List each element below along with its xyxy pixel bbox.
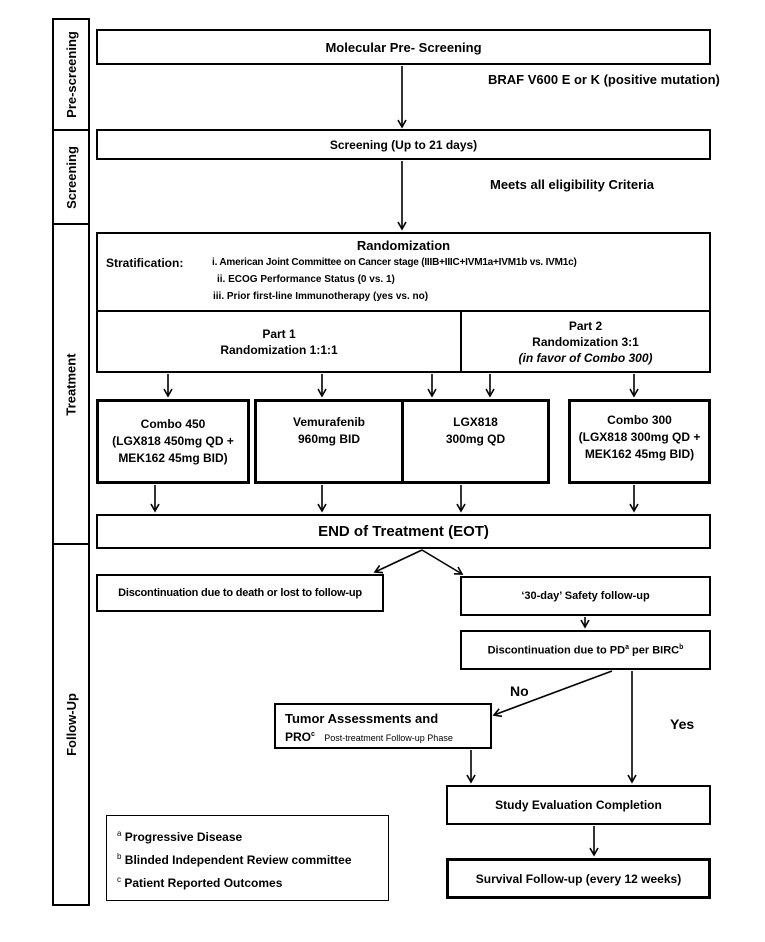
part1-title: Part 1 <box>262 326 296 341</box>
discontinuation-death-box: Discontinuation due to death or lost to … <box>96 574 384 612</box>
stratification-item-1: i. American Joint Committee on Cancer st… <box>212 257 577 268</box>
arrow-eot-to-safety <box>421 549 464 575</box>
molecular-prescreening-box: Molecular Pre- Screening <box>96 29 711 65</box>
part2-title: Part 2 <box>568 318 603 333</box>
arm-vemurafenib-name: Vemurafenib <box>292 415 366 429</box>
part2-subtitle: Randomization 3:1 <box>532 334 639 349</box>
arm-combo-450-dose-2: MEK162 45mg BID) <box>118 451 228 465</box>
molecular-prescreening-text: Molecular Pre- Screening <box>325 39 482 55</box>
phase-prescreening <box>52 18 90 131</box>
legend-item-c: c Patient Reported Outcomes <box>117 875 283 890</box>
arm-combo-300-name: Combo 300 <box>607 413 672 427</box>
part2-note: (in favor of Combo 300) <box>518 350 653 365</box>
arrow-eot-to-death <box>373 549 423 574</box>
phase-label-followup: Follow-Up <box>63 693 79 756</box>
study-evaluation-text: Study Evaluation Completion <box>495 798 662 812</box>
phase-label-treatment: Treatment <box>63 352 79 416</box>
phase-screening <box>52 129 90 225</box>
legend-box: a Progressive Disease b Blinded Independ… <box>106 815 389 901</box>
safety-followup-box: ‘30-day’ Safety follow-up <box>460 576 711 616</box>
survival-followup-box: Survival Follow-up (every 12 weeks) <box>446 858 711 899</box>
stratification-label: Stratification: <box>106 256 184 270</box>
stratification-item-3: iii. Prior first-line Immunotherapy (yes… <box>213 291 429 302</box>
safety-followup-text: ‘30-day’ Safety follow-up <box>521 590 650 602</box>
braf-label: BRAF V600 E or K (positive mutation) <box>488 72 720 87</box>
part1-box: Part 1 Randomization 1:1:1 <box>96 310 462 373</box>
tumor-assessment-line-2: PROc Post-treatment Follow-up Phase <box>285 730 453 744</box>
screening-text: Screening (Up to 21 days) <box>329 137 478 152</box>
end-of-treatment-text: END of Treatment (EOT) <box>318 523 489 540</box>
study-evaluation-box: Study Evaluation Completion <box>446 785 711 825</box>
arm-combo-300: Combo 300 (LGX818 300mg QD + MEK162 45mg… <box>568 399 711 484</box>
arm-combo-300-dose-2: MEK162 45mg BID) <box>584 447 695 461</box>
part2-box: Part 2 Randomization 3:1 (in favor of Co… <box>460 310 711 373</box>
yes-label: Yes <box>670 716 695 732</box>
screening-box: Screening (Up to 21 days) <box>96 129 711 160</box>
phase-label-screening: Screening <box>63 145 79 209</box>
arm-combo-300-dose-1: (LGX818 300mg QD + <box>578 430 701 444</box>
arm-combo-450-name: Combo 450 <box>140 417 206 431</box>
arm-lgx818-name: LGX818 <box>453 415 498 429</box>
arm-combo-450-dose-1: (LGX818 450mg QD + <box>112 434 234 448</box>
tumor-assessment-line-1: Tumor Assessments and <box>285 711 439 726</box>
arm-vemurafenib: Vemurafenib 960mg BID <box>254 399 404 484</box>
phase-followup <box>52 543 90 906</box>
arm-combo-450: Combo 450 (LGX818 450mg QD + MEK162 45mg… <box>96 399 250 484</box>
stratification-item-2: ii. ECOG Performance Status (0 vs. 1) <box>217 274 395 285</box>
phase-label-prescreening: Pre-screening <box>63 31 79 118</box>
discontinuation-pd-box: Discontinuation due to PDa per BIRCb <box>460 630 711 670</box>
legend-item-a: a Progressive Disease <box>117 829 243 844</box>
discontinuation-death-text: Discontinuation due to death or lost to … <box>118 587 362 599</box>
no-label: No <box>510 683 529 699</box>
legend-item-b: b Blinded Independent Review committee <box>117 852 352 867</box>
randomization-title: Randomization <box>356 238 451 253</box>
part1-subtitle: Randomization 1:1:1 <box>220 342 338 357</box>
tumor-assessment-note: Post-treatment Follow-up Phase <box>324 733 453 743</box>
eligibility-label: Meets all eligibility Criteria <box>490 177 654 192</box>
arm-lgx818-dose: 300mg QD <box>445 432 506 446</box>
end-of-treatment-box: END of Treatment (EOT) <box>96 514 711 549</box>
arm-lgx818: LGX818 300mg QD <box>401 399 550 484</box>
tumor-assessment-box <box>274 703 492 749</box>
survival-followup-text: Survival Follow-up (every 12 weeks) <box>475 871 682 886</box>
arm-vemurafenib-dose: 960mg BID <box>297 432 361 446</box>
discontinuation-pd-text: Discontinuation due to PDa per BIRCb <box>487 643 684 657</box>
